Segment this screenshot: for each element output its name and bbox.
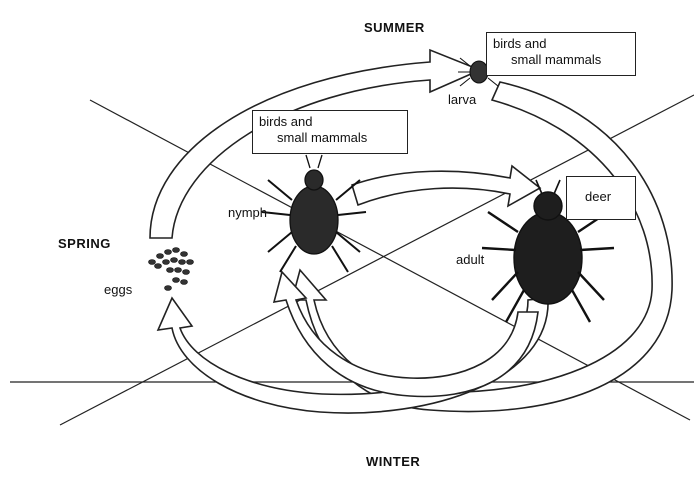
- season-label-winter: WINTER: [366, 454, 420, 469]
- host-box-adult-line1: deer: [585, 189, 629, 205]
- host-box-nymph-line2: small mammals: [259, 130, 401, 146]
- stage-label-larva: larva: [448, 92, 476, 107]
- nymph-tick-icon: [262, 155, 366, 272]
- stage-label-adult: adult: [456, 252, 484, 267]
- host-box-larva-line2: small mammals: [493, 52, 629, 68]
- stage-label-nymph: nymph: [228, 205, 267, 220]
- stage-label-eggs: eggs: [104, 282, 132, 297]
- host-box-larva-line1: birds and: [493, 36, 629, 52]
- host-box-nymph: birds and small mammals: [252, 110, 408, 154]
- arrow-nymph-to-adult: [352, 166, 540, 206]
- eggs-cluster: [149, 248, 194, 291]
- host-box-nymph-line1: birds and: [259, 114, 401, 130]
- host-box-larva: birds and small mammals: [486, 32, 636, 76]
- season-label-summer: SUMMER: [364, 20, 425, 35]
- host-box-adult: deer: [566, 176, 636, 220]
- season-label-spring: SPRING: [58, 236, 111, 251]
